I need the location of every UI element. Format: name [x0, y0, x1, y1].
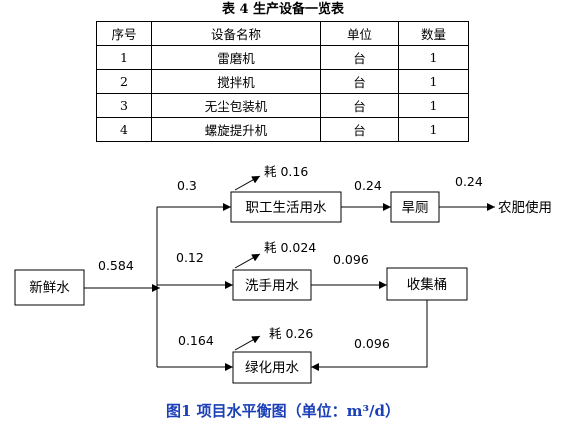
cell-qty: 1	[398, 69, 469, 94]
wash-loss-label: 耗 0.024	[264, 240, 316, 255]
wash-loss-arrow	[234, 253, 261, 269]
cell-name: 搅拌机	[151, 69, 321, 94]
cell-unit: 台	[320, 45, 399, 70]
toilet-to-fertilizer-value: 0.24	[455, 174, 483, 189]
greening-label: 绿化用水	[245, 360, 299, 376]
collect-bucket-label: 收集桶	[407, 277, 448, 293]
to-staff-value: 0.3	[177, 178, 197, 193]
green-loss-arrow	[234, 335, 261, 351]
green-loss-label: 耗 0.26	[269, 326, 313, 341]
cell-unit: 台	[320, 93, 399, 118]
fresh-water-node	[14, 269, 85, 306]
staff-to-toilet-value: 0.24	[354, 178, 382, 193]
table-row: 4 螺旋提升机 台 1	[96, 117, 469, 142]
cell-no: 4	[96, 117, 152, 142]
table-row: 1 雷磨机 台 1	[96, 45, 469, 70]
figure-caption: 图1 项目水平衡图（单位：m³/d）	[165, 402, 401, 420]
dry-toilet-label: 旱厕	[402, 200, 429, 216]
water-balance-diagram: 新鲜水 职工生活用水 旱厕 农肥使用 洗手用水 收集桶 绿化用水 0.584 0…	[14, 164, 552, 384]
header-unit: 单位	[320, 21, 399, 46]
table-title: 表 4 生产设备一览表	[221, 2, 345, 17]
staff-loss-arrow	[234, 175, 261, 191]
fertilizer-label: 农肥使用	[498, 199, 552, 216]
equipment-table: 序号 设备名称 单位 数量 1 雷磨机 台 1 2 搅拌机 台 1 3 无尘包装…	[96, 21, 469, 142]
header-no: 序号	[96, 21, 152, 46]
staff-water-node	[230, 191, 342, 223]
to-wash-value: 0.12	[176, 250, 204, 265]
cell-qty: 1	[398, 45, 469, 70]
cell-name: 无尘包装机	[151, 93, 321, 118]
table-header-row: 序号 设备名称 单位 数量	[96, 21, 469, 46]
cell-qty: 1	[398, 93, 469, 118]
staff-loss-label: 耗 0.16	[264, 164, 308, 179]
header-qty: 数量	[398, 21, 469, 46]
table-row: 2 搅拌机 台 1	[96, 69, 469, 94]
cell-name: 雷磨机	[151, 45, 321, 70]
greening-node	[232, 351, 312, 384]
cell-unit: 台	[320, 69, 399, 94]
staff-water-label: 职工生活用水	[246, 200, 327, 216]
table-row: 3 无尘包装机 台 1	[96, 93, 469, 118]
hand-wash-node	[232, 269, 312, 301]
hand-wash-label: 洗手用水	[245, 278, 299, 294]
to-green-value: 0.164	[178, 333, 214, 348]
cell-unit: 台	[320, 117, 399, 142]
wash-to-bucket-value: 0.096	[333, 252, 369, 267]
fresh-in-value: 0.584	[98, 258, 134, 273]
cell-no: 3	[96, 93, 152, 118]
bucket-to-green-arrow	[311, 300, 428, 371]
bucket-to-green-value: 0.096	[354, 336, 390, 351]
fresh-water-label: 新鲜水	[29, 280, 70, 296]
cell-qty: 1	[398, 117, 469, 142]
